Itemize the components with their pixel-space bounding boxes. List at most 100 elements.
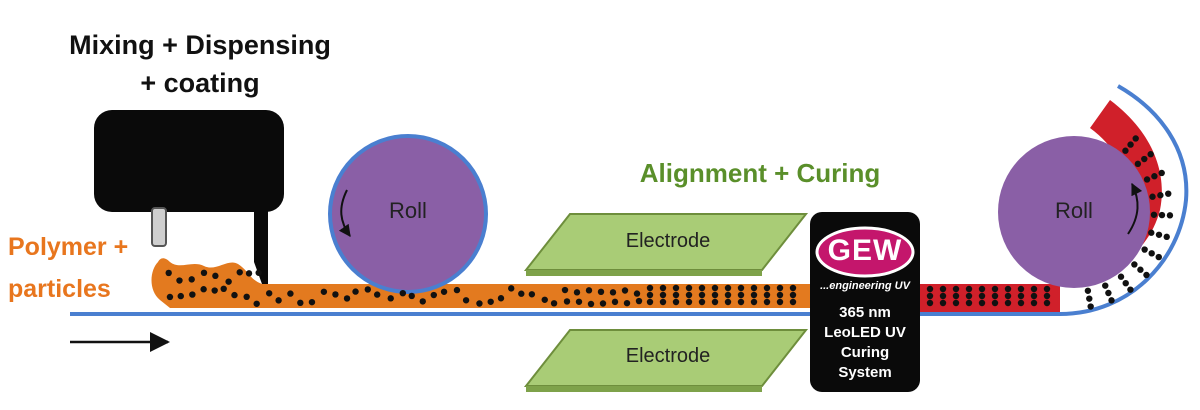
particle [597, 288, 605, 296]
particle [231, 291, 238, 299]
particle [672, 298, 680, 306]
particle [287, 290, 294, 297]
particle [1147, 151, 1154, 158]
particle [1143, 176, 1151, 183]
particle [623, 299, 631, 307]
particle [672, 291, 680, 299]
particle [711, 298, 719, 306]
particle [255, 269, 262, 276]
polymer-label: Polymer + particles [8, 226, 158, 310]
particle [789, 298, 797, 306]
particle [1158, 169, 1165, 177]
particle [685, 284, 693, 292]
particle [952, 292, 960, 300]
particle [1150, 211, 1158, 218]
particle [737, 298, 745, 306]
polymer-label-line1: Polymer + [8, 233, 129, 261]
particle [211, 287, 218, 294]
top-electrode-edge [526, 270, 762, 276]
particle [698, 291, 706, 299]
particle [587, 300, 595, 308]
particle [724, 284, 732, 292]
particle [965, 292, 973, 300]
particle [978, 299, 986, 307]
particle [1017, 285, 1025, 293]
polymer-label-line2: particles [8, 275, 111, 303]
coating-blade [254, 200, 268, 284]
particle [609, 289, 617, 296]
particle [776, 291, 784, 299]
particle [550, 300, 558, 307]
particle [275, 297, 282, 304]
particle [497, 295, 505, 302]
right-roll-label: Roll [1055, 198, 1093, 223]
gew-logo-text: GEW [827, 234, 903, 267]
particle [476, 300, 483, 307]
particle [308, 298, 316, 306]
particle [1141, 246, 1148, 253]
particle [297, 299, 304, 307]
particle [528, 291, 536, 298]
dispenser-box [94, 110, 284, 212]
particle [1030, 299, 1038, 307]
particle [1043, 292, 1051, 300]
particle [200, 286, 207, 293]
particle [939, 285, 947, 293]
particle [1148, 229, 1155, 236]
particle [646, 284, 654, 292]
particle [939, 292, 947, 300]
particle [635, 297, 643, 305]
particle [225, 278, 232, 285]
particle [177, 292, 184, 300]
particle [1087, 303, 1094, 310]
particle [1017, 292, 1025, 300]
particle [1149, 193, 1156, 200]
particle [724, 291, 732, 299]
particle [952, 285, 960, 293]
particle [724, 298, 732, 306]
particle [978, 292, 986, 300]
particle [1108, 297, 1115, 304]
particle [1148, 250, 1155, 257]
particle [926, 285, 934, 293]
particle [965, 299, 973, 307]
particle [711, 284, 719, 292]
top-electrode-label: Electrode [625, 230, 711, 252]
particle [750, 298, 758, 306]
particle [563, 298, 571, 305]
particle [1030, 285, 1038, 293]
particle [253, 300, 260, 307]
particle [200, 269, 208, 277]
particle [1122, 279, 1129, 287]
particle [188, 276, 195, 283]
particle [750, 284, 758, 292]
gew-logo-oval [815, 226, 915, 278]
bottom-electrode-edge [526, 386, 762, 392]
particle [430, 291, 438, 299]
left-roll-rotation-arrow [338, 189, 351, 237]
particle [166, 293, 174, 301]
particle [1004, 292, 1012, 300]
particle [1043, 299, 1051, 307]
dispenser-nozzle [151, 207, 167, 247]
particle [776, 298, 784, 306]
particle [1158, 211, 1166, 219]
uv-line4: System [838, 364, 892, 381]
particle [1143, 271, 1150, 279]
particle [245, 270, 253, 277]
particle [698, 284, 706, 292]
particle [220, 285, 227, 293]
particle [462, 297, 470, 304]
right-roll [998, 136, 1150, 288]
particle [672, 284, 680, 292]
polymer-layer [151, 258, 810, 308]
particle [646, 298, 654, 306]
particle [991, 292, 999, 300]
bottom-electrode-label: Electrode [625, 345, 711, 367]
particle [1137, 266, 1144, 273]
particle [585, 287, 593, 294]
particle [1165, 190, 1172, 197]
particle [621, 287, 629, 294]
particle [243, 293, 250, 301]
